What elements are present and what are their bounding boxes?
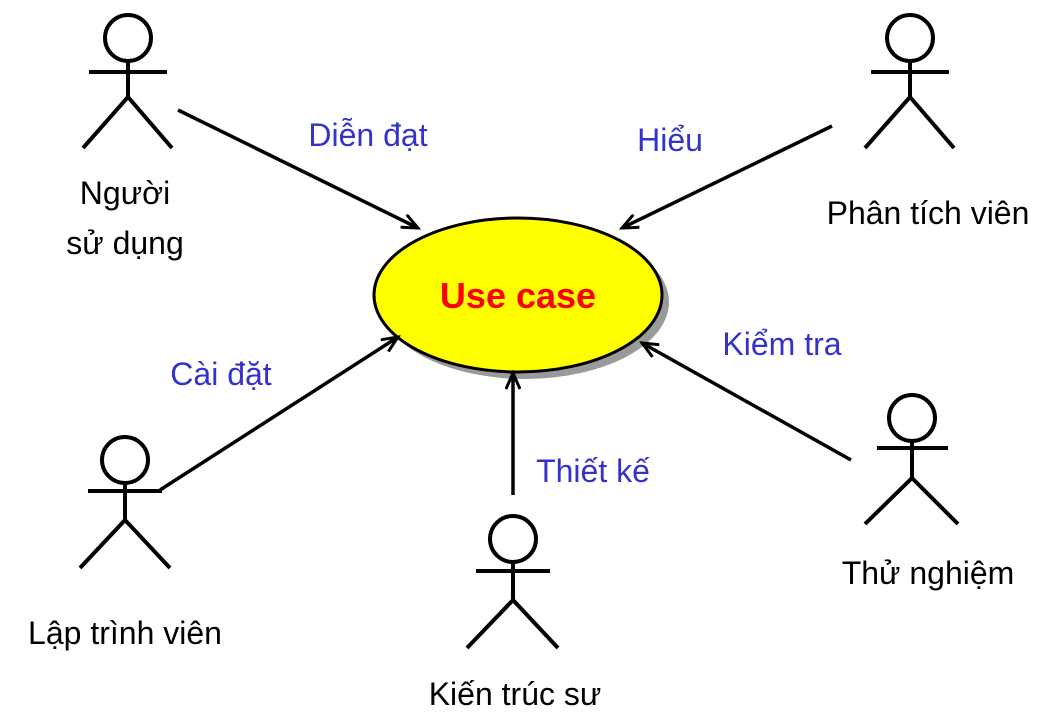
actor-architect: Kiến trúc sư — [429, 514, 602, 712]
actor-user-figure — [81, 13, 174, 150]
actor-analyst-figure — [863, 13, 956, 150]
actor-analyst: Phân tích viên — [827, 13, 1030, 231]
actor-architect-label: Kiến trúc sư — [429, 676, 602, 712]
actor-tester: Thử nghiệm — [842, 393, 1015, 591]
arrow-tester-to-usecase — [642, 343, 852, 462]
relation-label-user: Diễn đạt — [308, 117, 427, 153]
actor-programmer-figure — [78, 435, 172, 570]
actor-architect-figure — [465, 514, 560, 650]
actor-user-label-line2: sử dụng — [66, 225, 184, 261]
actor-programmer-label: Lập trình viên — [28, 615, 222, 651]
arrow-analyst-to-usecase — [622, 124, 833, 228]
use-case: Use case — [372, 216, 669, 379]
relation-label-programmer: Cài đặt — [170, 356, 272, 392]
actor-tester-figure — [863, 393, 960, 526]
relation-label-tester: Kiểm tra — [722, 326, 841, 362]
relation-label-analyst: Hiểu — [637, 122, 703, 158]
actor-analyst-label: Phân tích viên — [827, 195, 1030, 231]
actor-programmer: Lập trình viên — [28, 435, 222, 651]
relation-label-architect: Thiết kế — [536, 453, 650, 489]
actor-user: Người sử dụng — [66, 13, 184, 261]
actor-user-label-line1: Người — [80, 175, 170, 211]
arrow-user-to-usecase — [177, 108, 418, 228]
actor-tester-label: Thử nghiệm — [842, 555, 1015, 591]
arrow-programmer-to-usecase — [159, 337, 398, 492]
use-case-label: Use case — [440, 275, 596, 316]
